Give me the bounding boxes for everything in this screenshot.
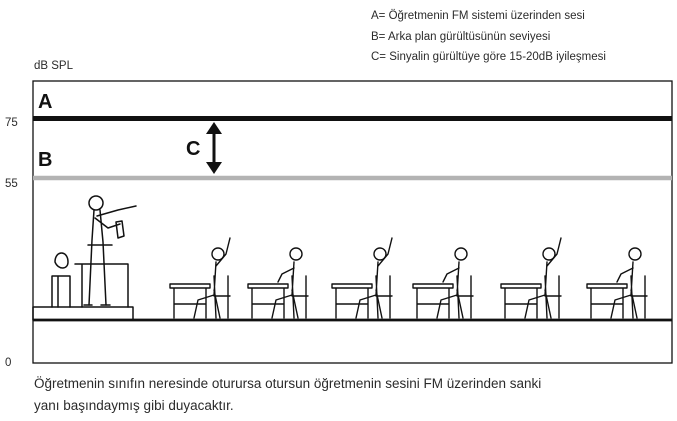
y-axis-unit: dB SPL xyxy=(34,60,73,72)
legend-item-a: A= Öğretmenin FM sistemi üzerinden sesi xyxy=(371,10,585,22)
legend-item-b: B= Arka plan gürültüsünün seviyesi xyxy=(371,30,551,43)
level-b-label: B xyxy=(38,149,52,171)
level-c-label: C xyxy=(186,138,200,160)
legend-item-c: C= Sinyalin gürültüye göre 15-20dB iyile… xyxy=(371,51,606,63)
y-tick-75: 75 xyxy=(5,117,18,129)
level-a-label: A xyxy=(38,91,52,113)
seated-student-icon xyxy=(247,247,309,319)
legend: A= Öğretmenin FM sistemi üzerinden sesi … xyxy=(371,6,671,68)
improvement-arrow-c xyxy=(206,122,222,174)
caption-line-1: Öğretmenin sınıfın neresinde oturursa ot… xyxy=(34,376,542,391)
seated-student-icon xyxy=(586,247,648,319)
caption: Öğretmenin sınıfın neresinde oturursa ot… xyxy=(34,373,674,417)
seated-student-icon xyxy=(412,247,474,319)
students-row xyxy=(169,237,648,319)
seated-student-icon xyxy=(500,237,562,319)
teacher-standing-icon xyxy=(32,195,137,321)
caption-line-2: yanı başındaymış gibi duyacaktır. xyxy=(34,398,234,413)
y-tick-55: 55 xyxy=(5,178,18,190)
y-tick-0: 0 xyxy=(5,357,12,369)
seated-student-icon xyxy=(169,237,231,319)
diagram-frame xyxy=(32,80,673,364)
seated-student-icon xyxy=(331,237,393,319)
